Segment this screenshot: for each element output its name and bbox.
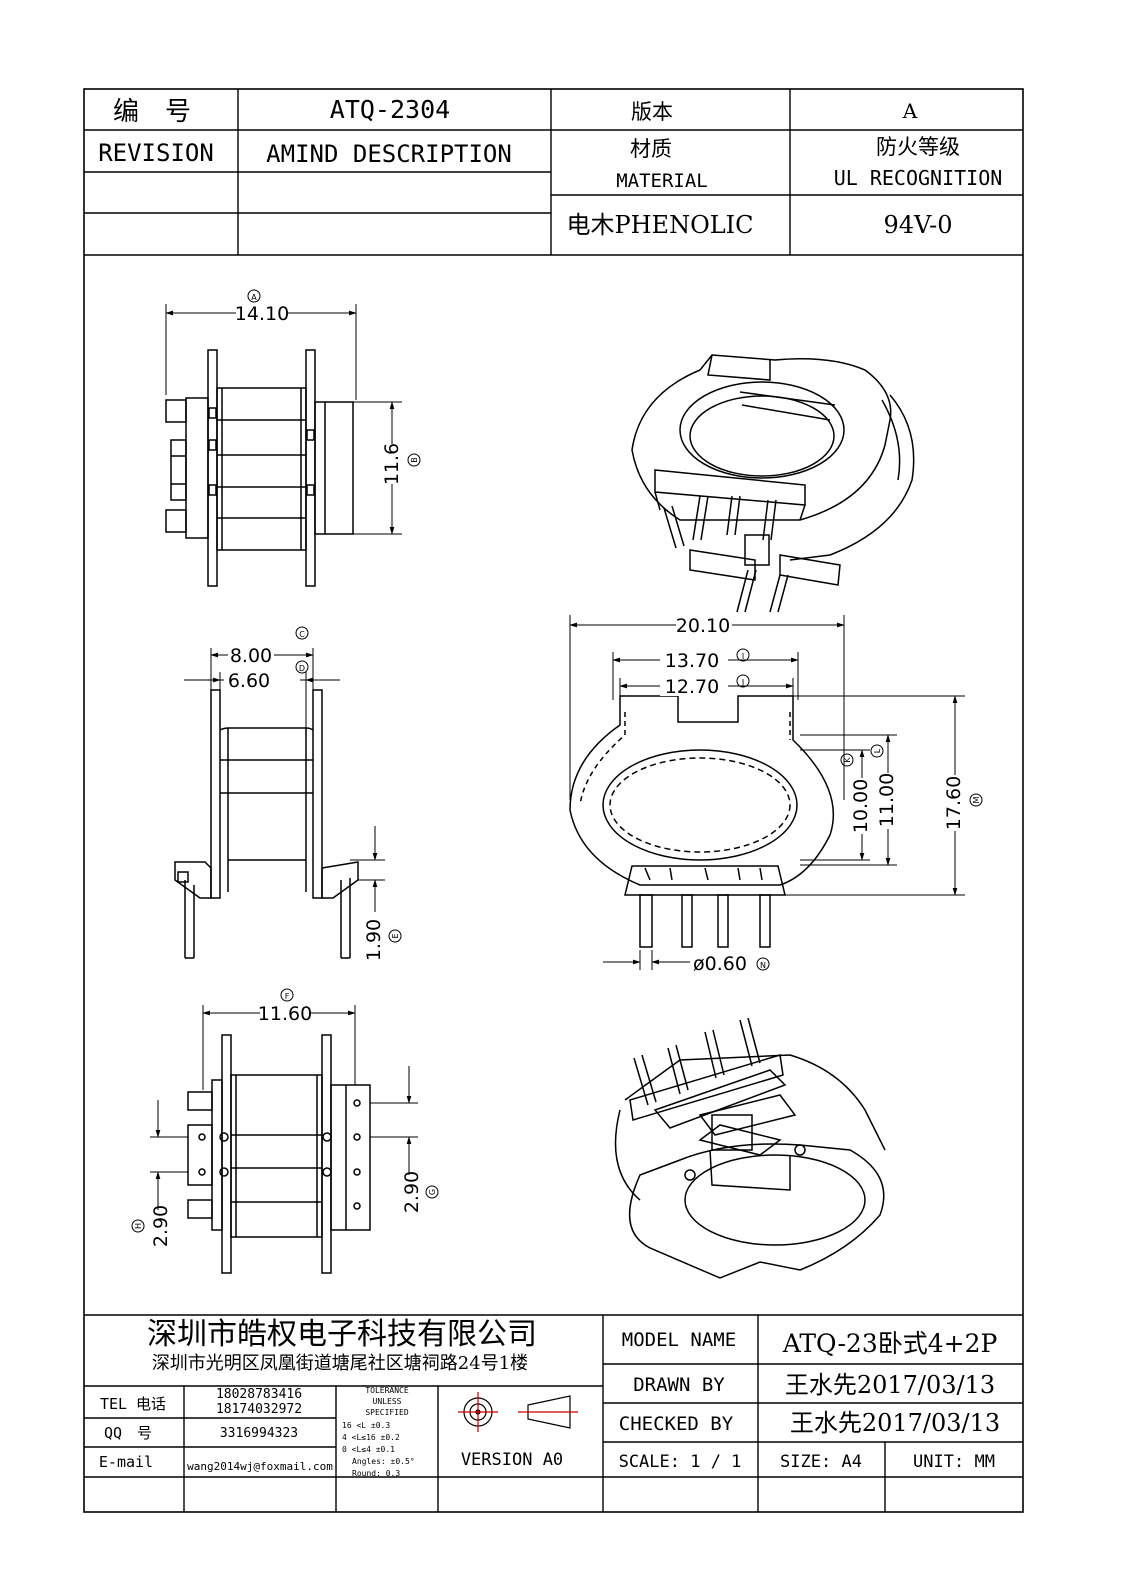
version-value: A <box>902 99 918 123</box>
dim-1-90: 1.90 <box>363 919 385 961</box>
dim-10-00: 10.00 <box>850 779 872 833</box>
drawing-frame <box>83 88 1024 1513</box>
marker-j: J <box>741 678 744 687</box>
dim-pin-diameter: ø0.60 <box>693 953 747 975</box>
marker-b: B <box>410 457 419 463</box>
dim-11-60: 11.60 <box>258 1003 312 1025</box>
model-name-label: MODEL NAME <box>622 1329 736 1351</box>
version-label: 版本 <box>631 100 673 124</box>
marker-a-circle <box>247 289 261 303</box>
marker-g: G <box>428 1189 437 1195</box>
projection-symbol-icon <box>458 1392 578 1432</box>
ul-label-cn: 防火等级 <box>876 135 960 159</box>
size-label: SIZE: A4 <box>780 1452 862 1472</box>
ul-value: 94V-0 <box>883 211 952 239</box>
tolerance-row-3: 0 <L≤4 ±0.1 <box>342 1445 395 1454</box>
revision-label: REVISION <box>98 139 214 167</box>
drawn-by-label: DRAWN BY <box>633 1374 725 1396</box>
tel-value-1: 18028783416 <box>216 1387 302 1402</box>
tel-value-2: 18174032972 <box>216 1402 302 1417</box>
marker-l: L <box>873 748 882 753</box>
view-front-middle <box>174 689 359 959</box>
marker-c: C <box>299 630 305 639</box>
marker-e: E <box>391 933 400 938</box>
dim-14-10: 14.10 <box>235 303 289 325</box>
material-label-cn: 材质 <box>630 137 672 161</box>
tolerance-title-1: TOLERANCE <box>365 1386 409 1395</box>
material-value: 电木PHENOLIC <box>566 211 753 239</box>
qq-label: QQ 号 <box>104 1424 152 1442</box>
view-front-right <box>569 695 834 948</box>
checked-by-value: 王水先2017/03/13 <box>790 1409 1000 1437</box>
email-label: E-mail <box>99 1453 153 1471</box>
tolerance-title-2: UNLESS <box>373 1397 402 1406</box>
dim-17-60: 17.60 <box>943 776 965 830</box>
version-a0: VERSION A0 <box>461 1450 563 1470</box>
marker-d: D <box>299 664 305 673</box>
dim-20-10: 20.10 <box>676 615 730 637</box>
view-isometric-bottom <box>614 1017 886 1279</box>
number-value: ATQ-2304 <box>330 95 450 124</box>
marker-i: I <box>742 652 744 661</box>
marker-k: K <box>843 757 852 763</box>
unit-label: UNIT: MM <box>913 1452 995 1472</box>
tolerance-row-2: 4 <L≤16 ±0.2 <box>342 1433 400 1442</box>
view-bottom-left <box>187 1034 371 1274</box>
company-address: 深圳市光明区凤凰街道塘尾社区塘祠路24号1楼 <box>152 1353 528 1374</box>
dim-12-70: 12.70 <box>665 676 719 698</box>
model-name-value: ATQ-23卧式4+2P <box>782 1329 998 1358</box>
tolerance-row-1: 16 <L ±0.3 <box>342 1421 390 1430</box>
material-label-en: MATERIAL <box>616 170 708 192</box>
drawn-by-value: 王水先2017/03/13 <box>785 1371 995 1399</box>
dim-13-70: 13.70 <box>665 650 719 672</box>
scale-label: SCALE: 1 / 1 <box>619 1452 742 1472</box>
header-table <box>84 89 1023 256</box>
dim-11-6: 11.6 <box>381 443 403 485</box>
view-side-top <box>165 349 354 587</box>
email-value: wang2014wj@foxmail.com <box>187 1460 333 1473</box>
dim-11-00: 11.00 <box>876 773 898 827</box>
marker-h: H <box>134 1223 143 1229</box>
tel-label: TEL 电话 <box>100 1395 166 1413</box>
dim-2-90-left: 2.90 <box>150 1205 172 1247</box>
dim-2-90-right: 2.90 <box>401 1171 423 1213</box>
tolerance-row-5: Round: 0.3 <box>352 1469 400 1478</box>
checked-by-label: CHECKED BY <box>619 1413 734 1435</box>
tolerance-title-3: SPECIFIED <box>365 1408 409 1417</box>
number-label: 编 号 <box>113 97 191 127</box>
marker-f: F <box>285 992 290 1001</box>
marker-a: A <box>251 293 257 302</box>
tolerance-row-4: Angles: ±0.5° <box>352 1457 415 1466</box>
dim-6-60: 6.60 <box>228 670 270 692</box>
title-block-lines <box>84 1314 1023 1512</box>
dim-8-00: 8.00 <box>230 645 272 667</box>
company-name: 深圳市皓权电子科技有限公司 <box>147 1317 537 1352</box>
qq-value: 3316994323 <box>220 1426 298 1441</box>
marker-m: M <box>972 796 981 803</box>
ul-label-en: UL RECOGNITION <box>834 166 1003 190</box>
marker-n: N <box>760 961 766 970</box>
amind-description-label: AMIND DESCRIPTION <box>266 140 512 168</box>
view-isometric-top <box>631 354 915 613</box>
